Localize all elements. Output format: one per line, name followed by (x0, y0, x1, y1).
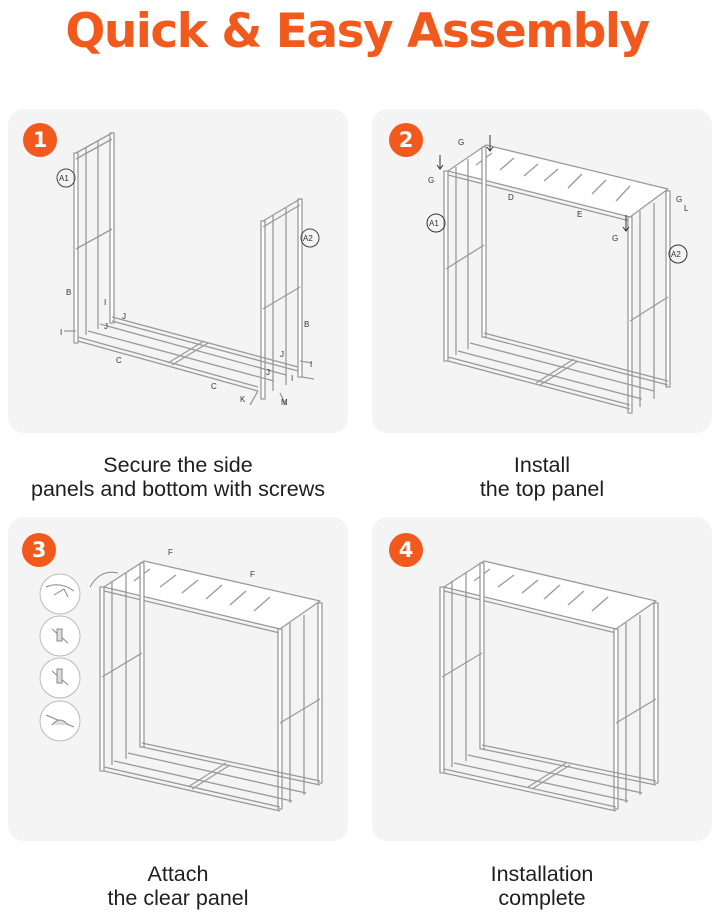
label-i: I (60, 328, 62, 337)
label-i: I (310, 360, 312, 369)
label-g: G (676, 195, 682, 204)
step-2-panel: A1 A2 D E G G G G L 2 (372, 109, 712, 433)
step-4-panel: 4 (372, 517, 712, 841)
label-g: G (612, 234, 618, 243)
label-j: J (266, 368, 270, 377)
step-2-illustration: A1 A2 D E G G G G L (426, 135, 689, 414)
label-f: F (168, 548, 173, 557)
step-3-panel: F F 3 (8, 517, 348, 841)
label-c: C (116, 356, 122, 365)
step-4-caption: Installation complete (490, 862, 594, 910)
label-l: L (684, 204, 689, 213)
label-g: G (458, 138, 464, 147)
step-3-caption: Attach the clear panel (107, 862, 249, 910)
label-a2: A2 (671, 250, 681, 259)
label-j: J (104, 322, 108, 331)
label-m: M (281, 398, 288, 407)
label-b: B (304, 320, 309, 329)
label-i: I (104, 298, 106, 307)
step-number-badge: 1 (23, 123, 57, 157)
label-b: B (66, 288, 71, 297)
label-a1: A1 (429, 219, 439, 228)
label-g: G (428, 176, 434, 185)
label-j: J (280, 350, 284, 359)
label-e: E (577, 210, 582, 219)
step-3-illustration: F F (39, 548, 323, 812)
step-1-caption: Secure the side panels and bottom with s… (31, 453, 325, 501)
label-a1: A1 (59, 174, 69, 183)
step-number-badge: 2 (389, 123, 423, 157)
step-2-caption: Install the top panel (479, 453, 605, 501)
label-f: F (250, 570, 255, 579)
page-title: Quick & Easy Assembly (65, 4, 650, 59)
label-d: D (508, 193, 514, 202)
label-a2: A2 (303, 234, 313, 243)
label-i: I (291, 374, 293, 383)
step-4-illustration (439, 560, 659, 812)
label-c: C (211, 382, 217, 391)
step-1-panel: A1 A2 B B C C I I I I J J J J K M 1 (8, 109, 348, 433)
label-j: J (122, 312, 126, 321)
step-number-badge: 4 (389, 533, 423, 567)
step-number-badge: 3 (22, 533, 56, 567)
label-k: K (240, 395, 246, 404)
step-1-illustration: A1 A2 B B C C I I I I J J J J K M (56, 132, 320, 407)
